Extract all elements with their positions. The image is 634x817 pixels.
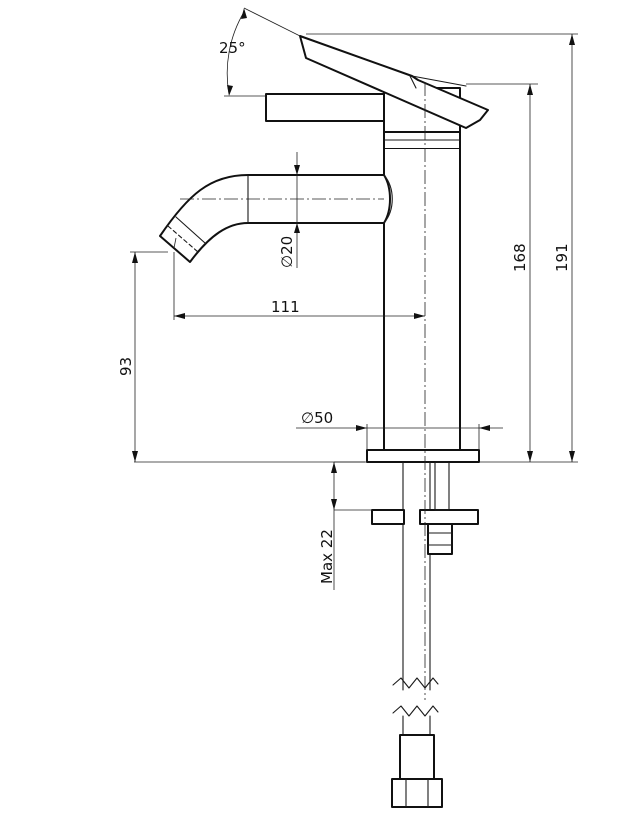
- body-height-label: 168: [511, 243, 529, 272]
- angle-label: 25°: [219, 39, 246, 57]
- faucet-spout: [159, 174, 393, 263]
- dimension-base-diameter: ∅50: [296, 409, 503, 450]
- svg-text:∅50: ∅50: [301, 409, 333, 427]
- dimension-spout-diameter: ∅20: [278, 152, 300, 268]
- dimension-spout-reach: 111: [173, 252, 425, 320]
- dimension-body-height: 168: [466, 83, 578, 463]
- svg-text:∅20: ∅20: [278, 236, 296, 268]
- faucet-handle: [265, 35, 489, 133]
- center-lines: [173, 82, 426, 700]
- dimension-spout-height: 93: [117, 251, 168, 462]
- mounting-hardware: [371, 461, 479, 691]
- spout-height-label: 93: [117, 357, 135, 376]
- spout-reach-label: 111: [271, 298, 300, 316]
- supply-hose: [391, 677, 443, 808]
- total-height-label: 191: [553, 243, 571, 272]
- diameter-symbol: ∅: [278, 255, 296, 268]
- dimension-angle: 25°: [219, 7, 301, 97]
- diameter-symbol: ∅: [301, 409, 314, 427]
- dimension-max-thickness: Max 22: [318, 461, 372, 590]
- faucet-body: [366, 131, 480, 463]
- max-thickness-label: Max 22: [318, 529, 336, 584]
- base-diameter-label: 50: [314, 409, 333, 427]
- spout-diameter-label: 20: [278, 236, 296, 255]
- dimension-total-height: 191: [306, 33, 578, 462]
